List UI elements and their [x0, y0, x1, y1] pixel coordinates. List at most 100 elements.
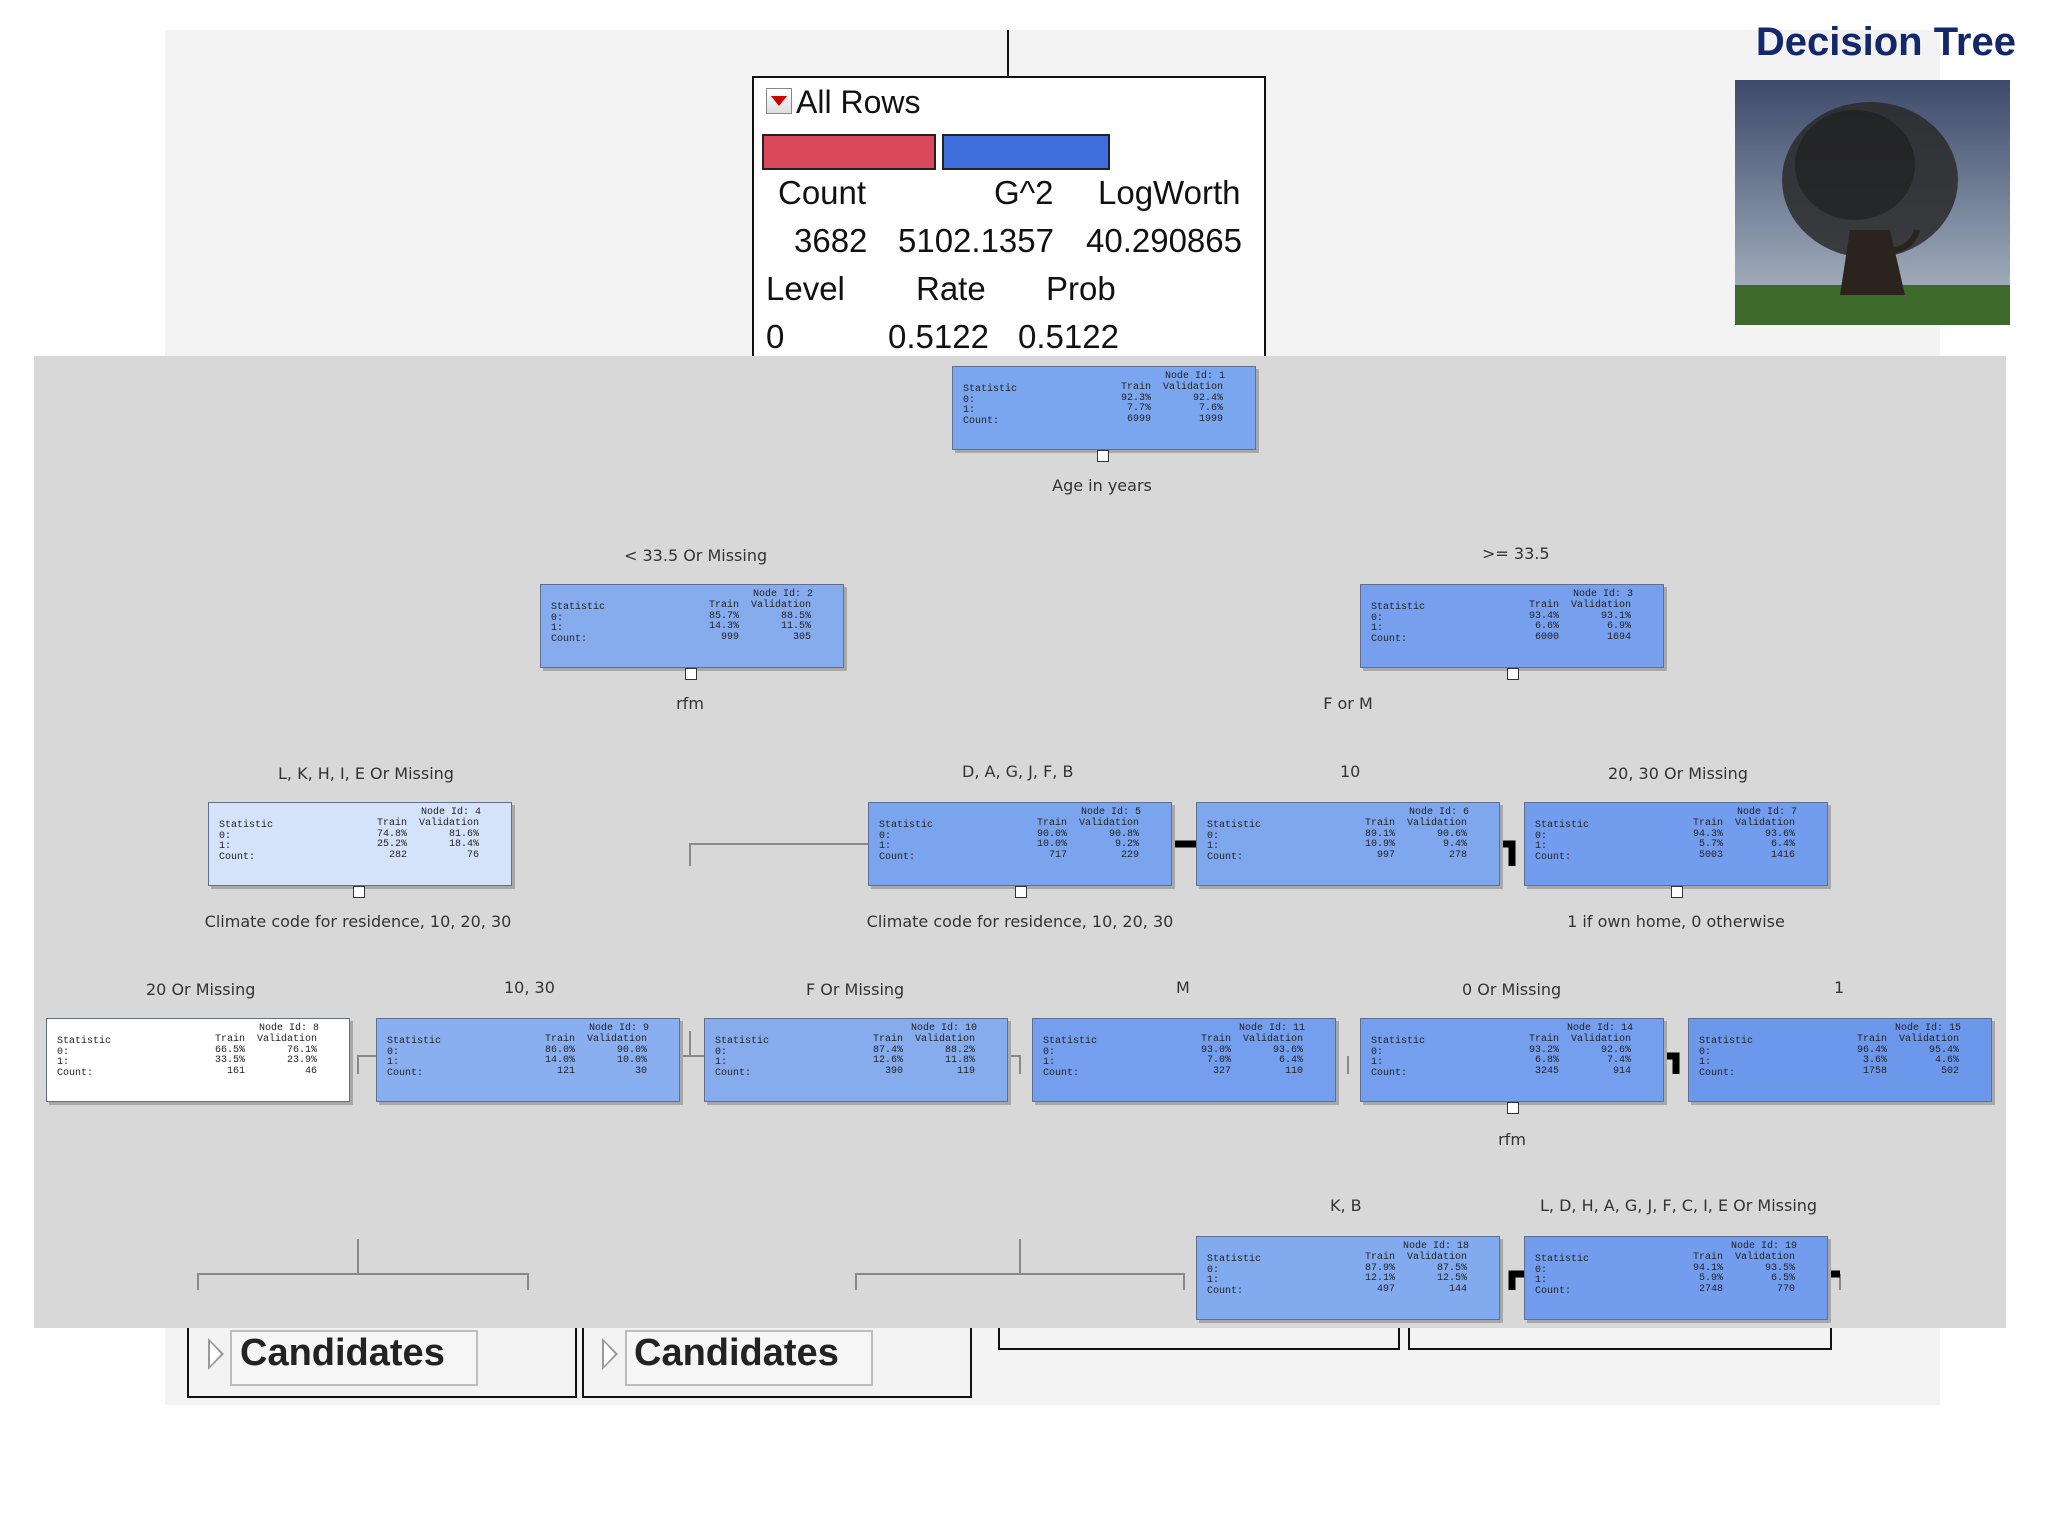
collapse-node-icon[interactable] [1671, 886, 1683, 898]
split-variable-label: rfm [676, 694, 704, 713]
collapse-node-icon[interactable] [353, 886, 365, 898]
split-variable-label: Age in years [1052, 476, 1152, 495]
node-id-label: Node Id: 5 [1080, 807, 1141, 818]
branch-label: F Or Missing [806, 980, 905, 999]
split-variable-label: rfm [1498, 1130, 1526, 1149]
node-id-label: Node Id: 19 [1730, 1241, 1797, 1252]
branch-label: 1 [1834, 978, 1845, 997]
node-id-label: Node Id: 1 [1164, 371, 1225, 382]
branch-label: K, B [1330, 1196, 1362, 1215]
disclosure-triangle-icon[interactable] [208, 1338, 224, 1370]
branch-label: 20 Or Missing [146, 980, 256, 999]
collapse-node-icon[interactable] [1015, 886, 1027, 898]
level-0-bar [762, 134, 936, 170]
g2-value: 5102.1357 [898, 222, 1054, 259]
candidates-button-left[interactable] [230, 1330, 478, 1386]
level-header: Level [766, 270, 845, 307]
disclosure-triangle-icon[interactable] [602, 1338, 618, 1370]
node-id-label: Node Id: 8 [258, 1023, 319, 1034]
node-id-label: Node Id: 7 [1736, 807, 1797, 818]
branch-label: M [1176, 978, 1190, 997]
branch-label: 10, 30 [504, 978, 555, 997]
collapse-node-icon[interactable] [1097, 450, 1109, 462]
node-id-label: Node Id: 3 [1572, 589, 1633, 600]
rate-value: 0.5122 [888, 318, 989, 355]
collapse-node-icon[interactable] [1507, 1102, 1519, 1114]
node-id-label: Node Id: 10 [910, 1023, 977, 1034]
branch-label: D, A, G, J, F, B [962, 762, 1074, 781]
branch-label: < 33.5 Or Missing [624, 546, 768, 565]
candidates-frame-right-1 [998, 1310, 1400, 1350]
all-rows-report: All Rows Count G^2 LogWorth 3682 5102.13… [752, 76, 1266, 370]
tree-head-photo [1735, 80, 2010, 325]
branch-label: 10 [1340, 762, 1361, 781]
split-variable-label: Climate code for residence, 10, 20, 30 [204, 912, 512, 931]
node-id-label: Node Id: 11 [1238, 1023, 1305, 1034]
branch-label: L, D, H, A, G, J, F, C, I, E Or Missing [1540, 1196, 1818, 1215]
candidates-label-left: Candidates [240, 1332, 445, 1374]
node-id-label: Node Id: 6 [1408, 807, 1469, 818]
node-id-label: Node Id: 15 [1894, 1023, 1961, 1034]
split-variable-label: F or M [1323, 694, 1373, 713]
prob-header: Prob [1046, 270, 1116, 307]
branch-label: 0 Or Missing [1462, 980, 1562, 999]
candidates-frame-right-2 [1408, 1310, 1832, 1350]
slide-title: Decision Tree [1755, 20, 2016, 64]
rate-header: Rate [916, 270, 986, 307]
candidates-button-right[interactable] [625, 1330, 873, 1386]
split-variable-label: Climate code for residence, 10, 20, 30 [866, 912, 1174, 931]
collapse-node-icon[interactable] [685, 668, 697, 680]
collapse-node-icon[interactable] [1507, 668, 1519, 680]
disclosure-red-triangle-icon[interactable] [766, 88, 792, 114]
all-rows-caption: All Rows [766, 84, 920, 121]
split-variable-label: 1 if own home, 0 otherwise [1567, 912, 1785, 931]
branch-label: L, K, H, I, E Or Missing [278, 764, 454, 783]
branch-label: 20, 30 Or Missing [1608, 764, 1748, 783]
